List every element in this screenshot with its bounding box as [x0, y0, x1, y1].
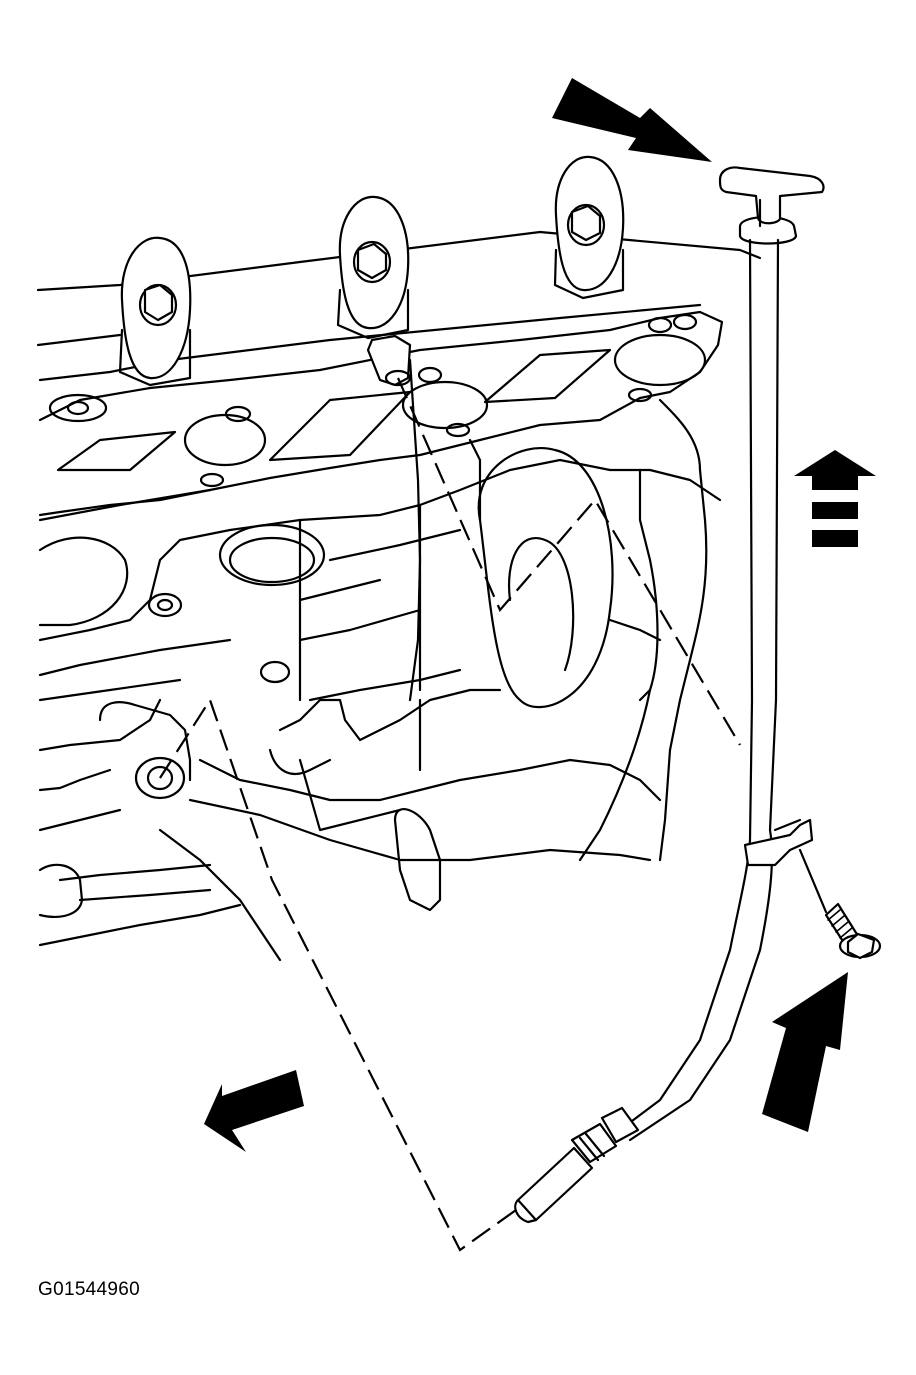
engine-block	[36, 230, 762, 962]
dipstick-handle-arrow	[552, 78, 712, 162]
head-bolt-bosses	[118, 155, 625, 387]
figure-id-label: G01544960	[38, 1279, 141, 1300]
front-direction-arrow	[204, 1070, 304, 1152]
head-bolt-boss-2	[336, 195, 410, 340]
dipstick-tube	[514, 216, 814, 1224]
head-bolt-boss-1	[118, 236, 192, 387]
leader-lines	[159, 377, 741, 1252]
oil-level-dipstick	[718, 166, 825, 228]
up-direction-arrow	[794, 450, 876, 547]
tube-bolt-arrow	[762, 972, 848, 1132]
head-bolt-boss-3	[553, 155, 625, 300]
exhaust-manifold	[366, 334, 482, 702]
dipstick-tube-bolt	[798, 848, 882, 960]
